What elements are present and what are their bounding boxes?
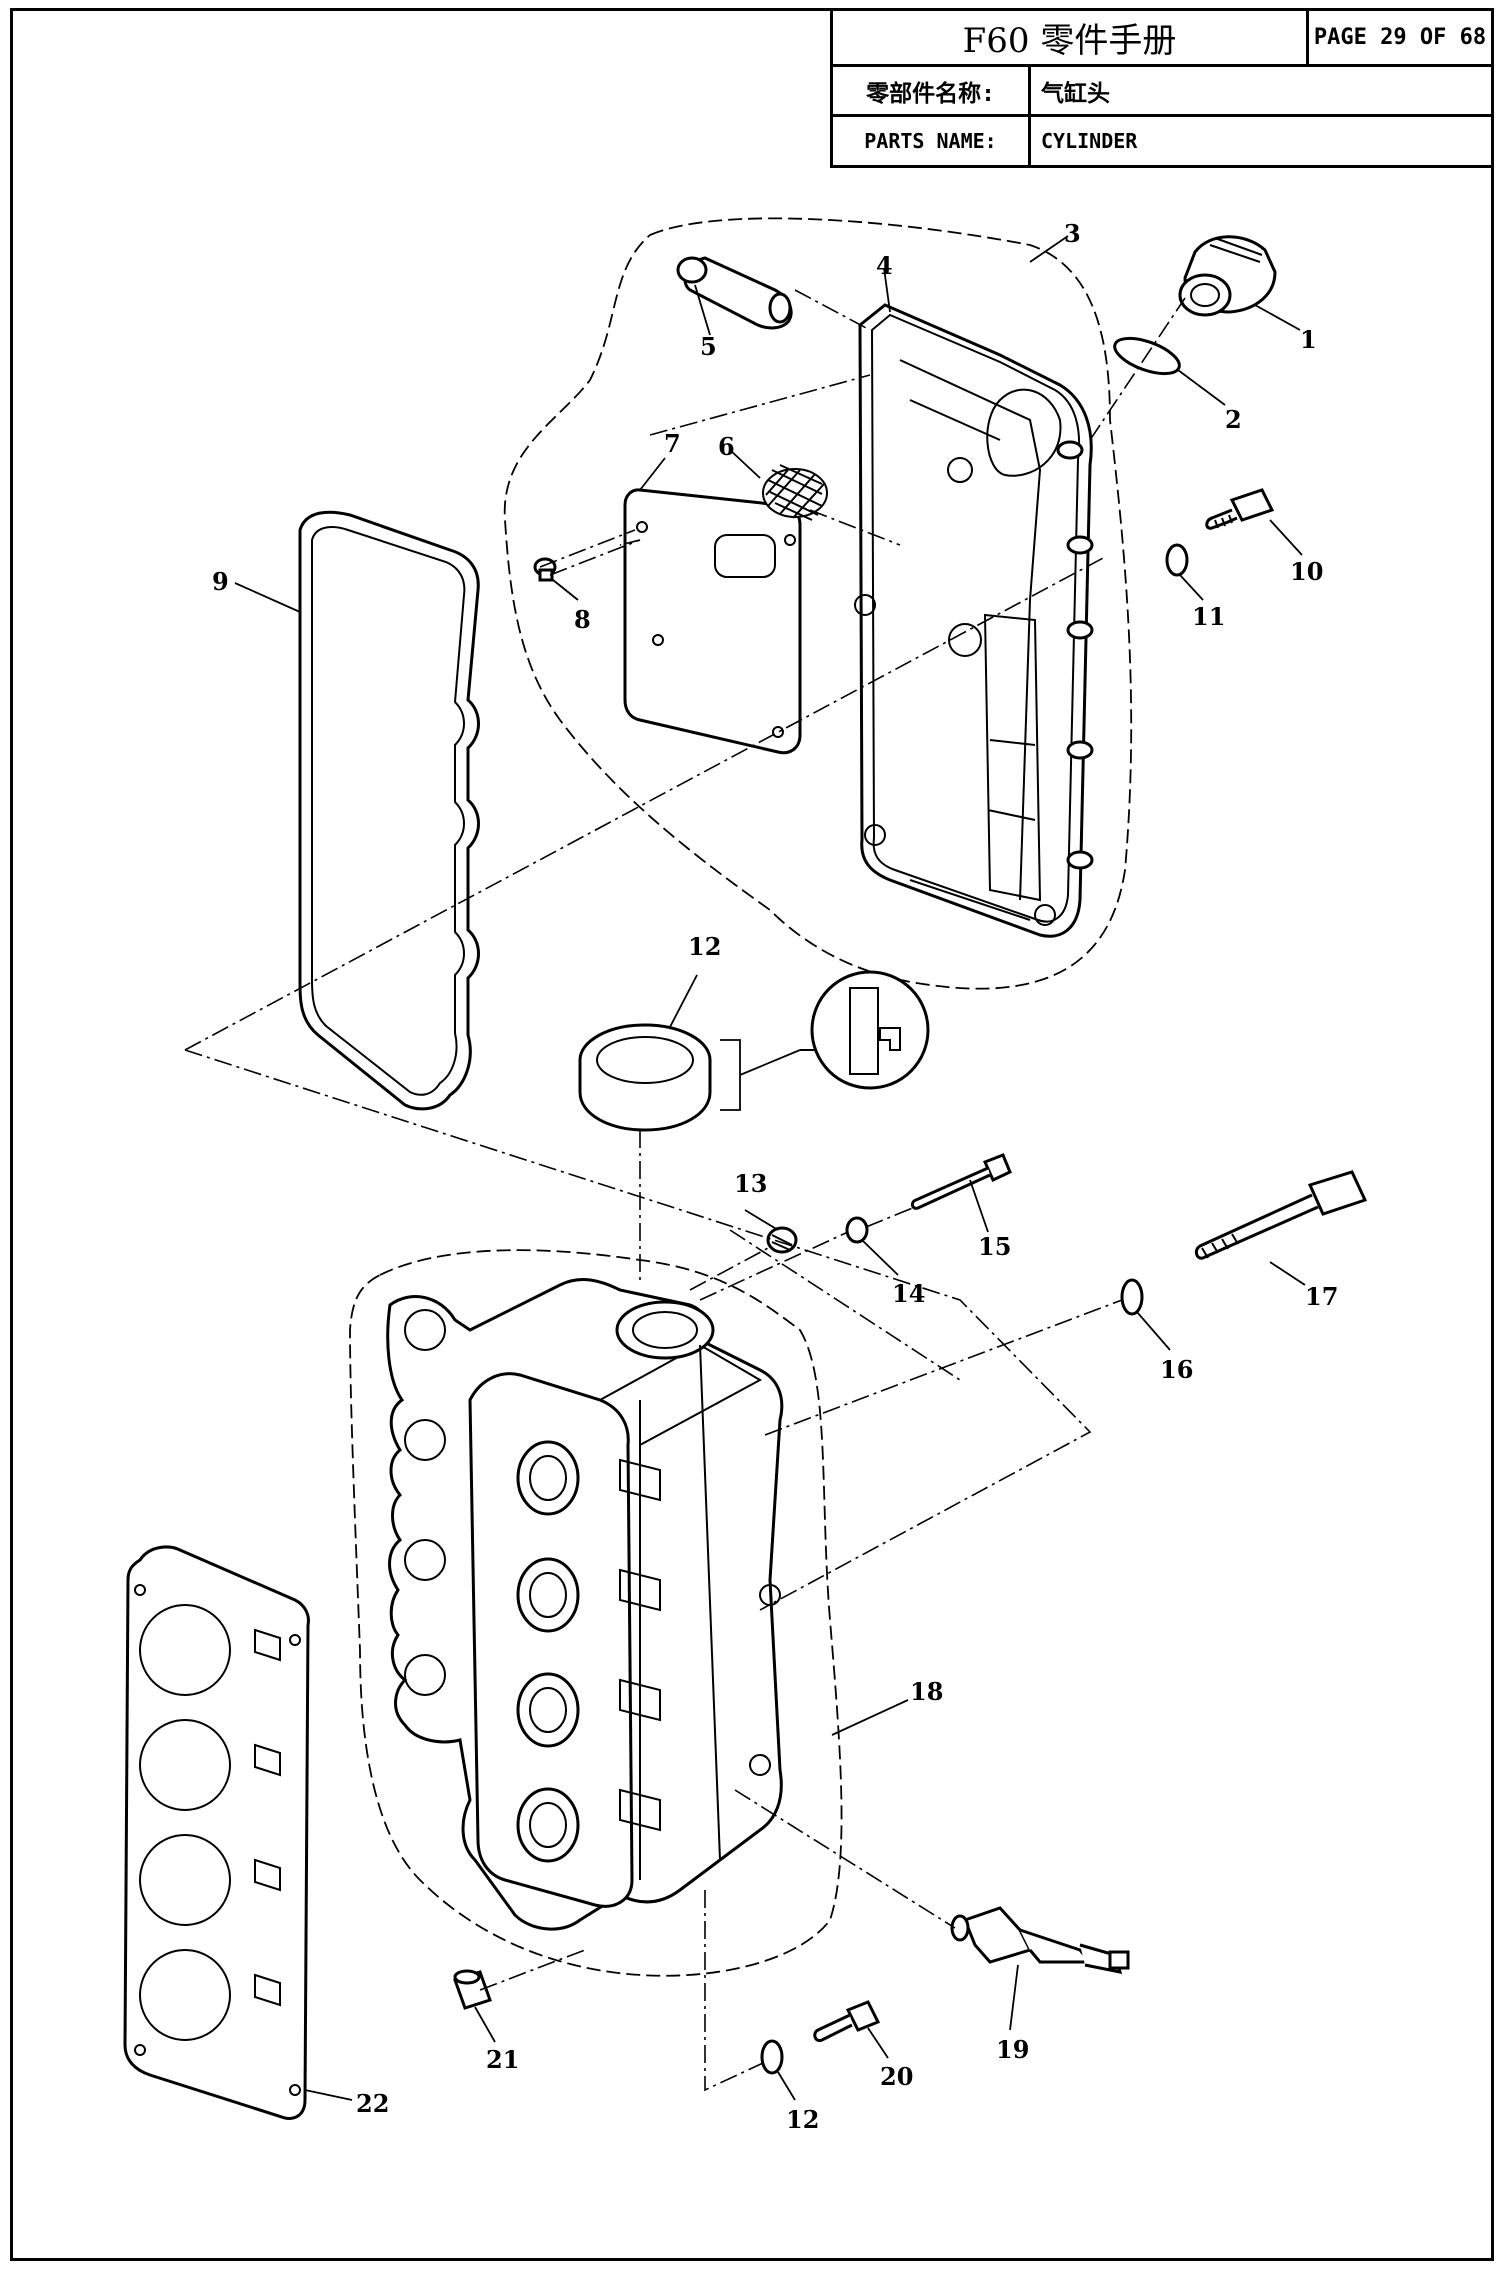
part-11-washer	[1165, 543, 1189, 577]
manual-title: F60 零件手册	[833, 11, 1309, 67]
part-1-oil-filler-cap	[1178, 235, 1277, 317]
callout-12: 12	[688, 932, 721, 961]
part-14-washer	[845, 1216, 869, 1244]
callout-5: 5	[700, 332, 717, 361]
callout-numbers: 1 2 3 4 5 6 7 8 9 10 11 12 13 14 15 16 1…	[212, 219, 1338, 2134]
callout-17: 17	[1305, 1282, 1338, 1311]
part-6-mesh-grid	[765, 464, 825, 521]
callout-15: 15	[978, 1232, 1011, 1261]
callout-14: 14	[892, 1279, 925, 1308]
callout-22: 22	[356, 2089, 389, 2118]
part-18-cylinder-head	[386, 1278, 784, 1931]
part-5-breather-tube	[676, 256, 793, 330]
part-13-plug	[766, 1226, 798, 1254]
callout-21: 21	[486, 2045, 519, 2074]
part-17-long-bolt	[1194, 1170, 1368, 1260]
callout-19: 19	[996, 2035, 1029, 2064]
callout-13: 13	[734, 1169, 767, 1198]
callout-12-lower: 12	[786, 2105, 819, 2134]
callout-3: 3	[1064, 219, 1081, 248]
part-7-hole	[772, 726, 784, 738]
callout-7: 7	[664, 429, 681, 458]
callout-20: 20	[880, 2062, 913, 2091]
callout-2: 2	[1225, 405, 1242, 434]
callout-6: 6	[718, 432, 735, 461]
seal-detail-inset	[720, 970, 930, 1111]
part-19-spark-plug	[950, 1906, 1130, 1974]
title-block: F60 零件手册 PAGE 29 OF 68 零部件名称: 气缸头 PARTS …	[830, 8, 1494, 168]
part-15-bolt	[910, 1153, 1012, 1210]
part-7-baffle-plate	[623, 488, 802, 755]
callout-1: 1	[1300, 325, 1317, 354]
callout-9: 9	[212, 567, 229, 596]
page-number: PAGE 29 OF 68	[1309, 11, 1491, 67]
callout-11: 11	[1192, 602, 1225, 631]
callout-16: 16	[1160, 1355, 1193, 1384]
part-12-oil-seal	[578, 1023, 712, 1132]
part-7-hole	[784, 534, 796, 546]
callout-18: 18	[910, 1677, 943, 1706]
part-21-dowel-pin	[453, 1969, 492, 2010]
cylinder-head-outline	[349, 1249, 843, 1977]
part-12-washer-lower	[760, 2039, 784, 2075]
assembly-lines	[184, 289, 1186, 2092]
part-10-bolt	[1205, 488, 1275, 530]
part-7-hole	[652, 634, 664, 646]
leader-lines	[234, 235, 1306, 2101]
part-16-washer	[1120, 1278, 1144, 1316]
part-7-hole	[636, 521, 648, 533]
part-name-en-value: CYLINDER	[1041, 129, 1138, 153]
part-9-cover-gasket-inner	[311, 526, 466, 1096]
callout-10: 10	[1290, 557, 1323, 586]
part-name-cn-label: 零部件名称:	[833, 67, 1031, 117]
part-4-head-cover	[854, 303, 1094, 938]
part-20-bolt	[813, 2000, 881, 2043]
callout-4: 4	[876, 251, 893, 280]
part-9-cover-gasket	[298, 510, 480, 1111]
part-22-head-gasket	[123, 1545, 310, 2120]
part-name-en-label: PARTS NAME:	[833, 117, 1031, 165]
callout-8: 8	[574, 605, 591, 634]
part-name-cn-value: 气缸头	[1031, 67, 1491, 117]
part-7-slot	[714, 534, 776, 578]
drawing-frame	[10, 8, 1494, 2261]
